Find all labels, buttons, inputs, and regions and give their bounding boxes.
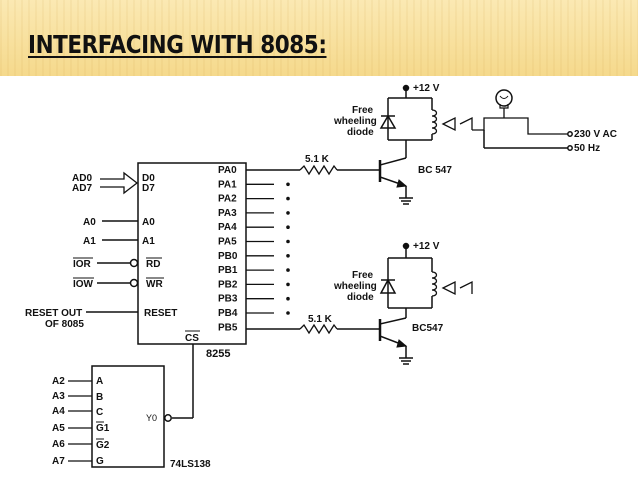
top-diode-label-3: diode [347,127,374,138]
top-resistor-label: 5.1 K [305,154,330,165]
bottom-diode-label-2: wheeling [333,281,377,292]
top-diode-label-1: Free [352,105,374,116]
bottom-diode-triangle [379,278,397,294]
input-ad0: AD0 [72,173,92,184]
top-diode-label-2: wheeling [333,116,377,127]
pin-pb5: PB5 [218,322,238,333]
decoder-input-a4: A4 [52,406,65,417]
pin-pb1: PB1 [218,265,238,276]
top-supply-label: +12 V [413,83,440,94]
decoder-output-y0: Y0 [146,413,157,423]
data-bus-arrow [100,171,139,195]
bottom-supply-label: +12 V [413,241,440,252]
decoder-name: 74LS138 [170,459,211,470]
bottom-diode-label-3: diode [347,292,374,303]
pin-pa4: PA4 [218,222,237,233]
decoder-pin-g: G [96,456,104,467]
title-banner [0,0,638,76]
port-dot-pa5 [286,239,290,244]
pin-pb0: PB0 [218,251,238,262]
port-dot-pb3 [286,296,290,301]
decoder-input-a7: A7 [52,456,65,467]
port-dot-pa4 [286,225,290,229]
port-dot-pa3 [286,211,290,215]
bottom-resistor-label: 5.1 K [308,314,333,325]
port-dot-pa2 [286,196,290,201]
top-relay-contact [441,116,456,132]
decoder-pin-c: C [96,407,103,418]
slide-title: INTERFACING WITH 8085: [28,30,327,59]
port-dot-pa1 [286,182,290,187]
input-ad7: AD7 [72,183,92,194]
pin-pb3: PB3 [218,294,238,305]
pin-a1: A1 [142,236,155,247]
input-a0: A0 [83,217,96,228]
pin-pb2: PB2 [218,279,238,290]
decoder-pin-g1: G1 [96,423,110,434]
pin-reset: RESET [144,308,177,319]
pin-pa0: PA0 [218,165,237,176]
bottom-transistor-label: BC547 [412,323,444,334]
top-ac-frequency: 50 Hz [574,143,600,154]
pin-a0: A0 [142,217,155,228]
input-iow: IOW [73,279,94,290]
decoder-pin-b: B [96,392,103,403]
top-transistor-label: BC 547 [418,165,452,176]
pin-pa5: PA5 [218,237,237,248]
port-dot-pb1 [286,268,290,272]
input-ior: IOR [73,259,92,270]
decoder-input-a6: A6 [52,439,65,450]
decoder-pin-a: A [96,376,103,387]
pin-rd: RD [146,259,160,270]
pin-pa2: PA2 [218,194,237,205]
decoder-input-a3: A3 [52,391,65,402]
port-dot-pb4 [286,311,290,315]
pin-d0: D0 [142,173,155,184]
input-a1: A1 [83,236,96,247]
decoder-74138-body [91,365,165,468]
pin-pb4: PB4 [218,308,238,319]
top-relay-coil [431,109,438,135]
port-dot-pb0 [286,254,290,258]
pin-d7: D7 [142,183,155,194]
chip-8255-body [137,162,247,345]
bottom-relay-coil [431,271,438,297]
top-ac-voltage: 230 V AC [574,129,617,140]
lamp-bulb-icon [495,89,513,107]
pin-pa1: PA1 [218,179,237,190]
chip-8255-cs: CS [185,333,199,344]
decoder-input-a2: A2 [52,376,65,387]
bottom-diode-label-1: Free [352,270,374,281]
pin-pa3: PA3 [218,208,237,219]
decoder-pin-g2: G2 [96,440,110,451]
top-diode-triangle [379,114,397,129]
decoder-input-a5: A5 [52,423,65,434]
pin-wr: WR [146,279,163,290]
input-of-8085: OF 8085 [45,319,84,330]
chip-8255-name: 8255 [206,348,230,360]
input-reset-out: RESET OUT [25,308,82,319]
port-dot-pb2 [286,282,290,287]
bottom-relay-contact [441,280,456,296]
